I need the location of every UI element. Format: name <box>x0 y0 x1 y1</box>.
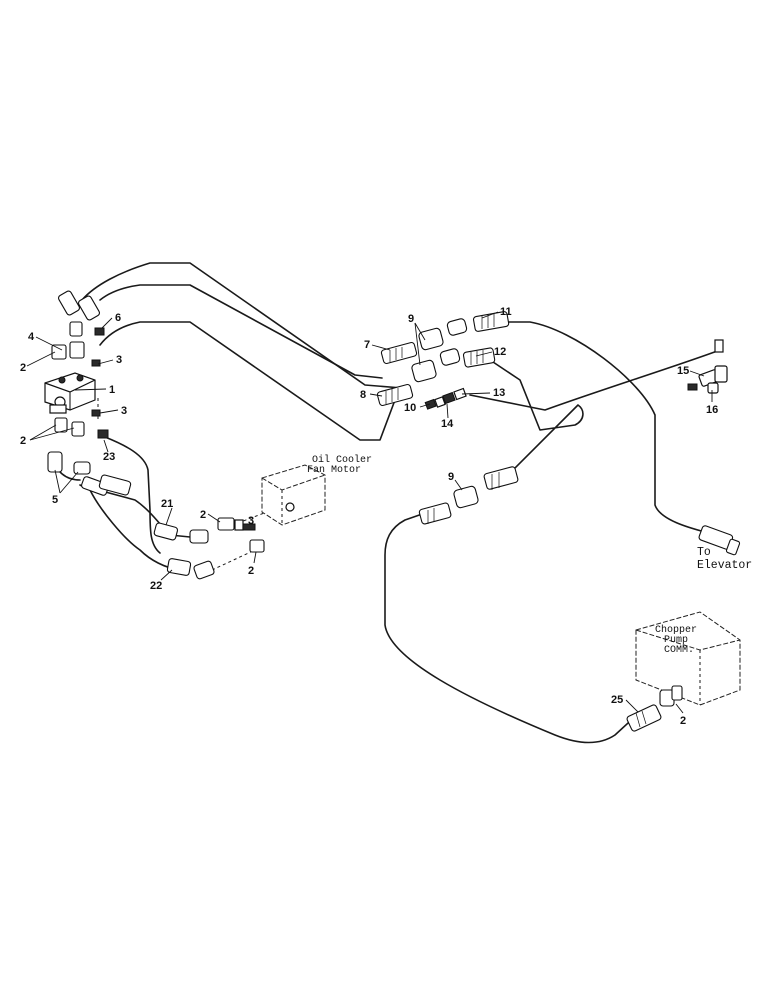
fittings <box>44 290 741 732</box>
hose-14-to-15 <box>469 349 721 411</box>
callout-5: 5 <box>52 494 58 506</box>
chopper-label-line2: Pump <box>664 635 688 646</box>
callout-3-b: 3 <box>121 405 127 417</box>
callout-2-a: 2 <box>20 362 26 374</box>
chopper-label-line1: Chopper <box>655 624 697 636</box>
callout-16: 16 <box>706 404 718 416</box>
fitting-9-upper <box>411 318 468 383</box>
fitting-7 <box>380 341 418 365</box>
elevator-label-line1: To <box>697 546 711 559</box>
leader-lines <box>26 311 713 714</box>
oil-cooler-label-line1: Oil Cooler <box>312 454 372 466</box>
elevator-label-line2: Elevator <box>697 559 752 572</box>
hose-routes <box>54 262 721 744</box>
hose-22 <box>79 484 181 571</box>
hose-23 <box>104 436 161 554</box>
hose-to-fitting-8 <box>99 321 396 441</box>
callout-3-a: 3 <box>116 354 122 366</box>
callout-2-e: 2 <box>680 715 686 727</box>
callout-12: 12 <box>494 346 506 358</box>
hose-12-loop <box>489 359 584 479</box>
elevator-end-fitting <box>698 525 741 556</box>
oil-cooler-fan-motor <box>261 464 326 526</box>
callout-13: 13 <box>493 387 505 399</box>
valve-block <box>44 372 96 414</box>
valve-top-elbows <box>51 290 109 439</box>
fittings-15-16 <box>687 339 728 394</box>
fitting-12 <box>462 347 496 368</box>
callout-2-c: 2 <box>200 509 206 521</box>
callout-1: 1 <box>109 384 115 396</box>
fitting-11 <box>472 311 510 332</box>
fitting-8 <box>376 383 414 407</box>
callout-15: 15 <box>677 365 689 377</box>
dash-oil-cooler-2 <box>211 549 256 571</box>
callout-10: 10 <box>404 402 416 414</box>
component-labels: Oil Cooler Fan Motor To Elevator Chopper… <box>307 454 752 656</box>
callout-3-c: 3 <box>248 515 254 527</box>
callout-14: 14 <box>441 418 454 430</box>
callout-2-b: 2 <box>20 435 26 447</box>
callout-22: 22 <box>150 580 162 592</box>
callout-9-b: 9 <box>448 471 454 483</box>
oil-cooler-label-line2: Fan Motor <box>307 465 361 476</box>
callout-2-d: 2 <box>248 565 254 577</box>
callout-8: 8 <box>360 389 366 401</box>
valve-lower-fittings <box>47 417 132 496</box>
callout-11: 11 <box>500 306 512 318</box>
callout-23: 23 <box>103 451 115 463</box>
callout-6: 6 <box>115 312 121 324</box>
hose-to-elevator <box>81 262 706 533</box>
callout-9-a: 9 <box>408 313 414 325</box>
fitting-25-chopper <box>626 685 683 732</box>
callout-4: 4 <box>28 331 35 343</box>
fitting-9-lower <box>418 466 519 525</box>
hose-21-crimps <box>153 517 265 580</box>
callout-7: 7 <box>364 339 370 351</box>
fittings-10-13-14 <box>424 387 467 410</box>
chopper-label-line3: COMM. <box>664 645 694 656</box>
callout-numbers: 1 2 2 2 2 2 3 3 3 4 5 6 7 8 9 9 10 11 12… <box>20 306 718 727</box>
hose-to-chopper-pump <box>384 511 641 744</box>
callout-21: 21 <box>161 498 173 510</box>
chopper-pump-box <box>635 611 741 706</box>
callout-25: 25 <box>611 694 623 706</box>
hose-to-fitting-7 <box>99 284 383 379</box>
